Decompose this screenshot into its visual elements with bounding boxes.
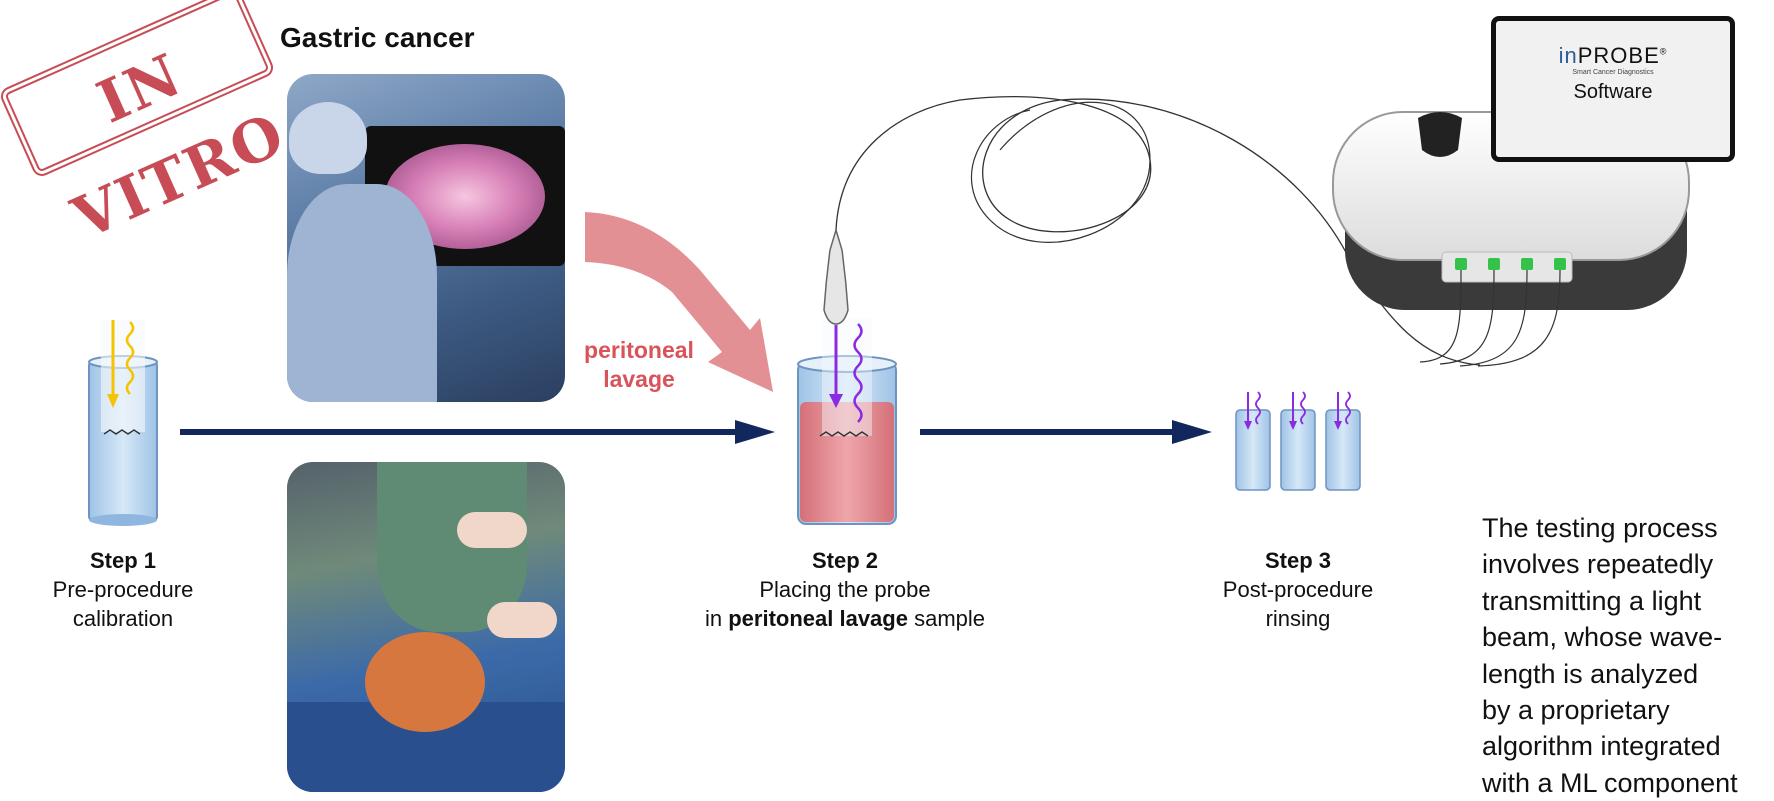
logo-probe-text: PROBE [1577, 43, 1660, 68]
logo-in-text: in [1558, 43, 1578, 68]
description-line: beam, whose wave- [1482, 622, 1723, 653]
description-line: by a proprietary [1482, 695, 1670, 726]
step-3-number: Step 3 [1264, 548, 1332, 573]
logo-registered-mark: ® [1659, 46, 1668, 57]
step-2-line2-bold: peritoneal lavage [728, 606, 908, 631]
flow-arrow-step2-to-step3 [920, 420, 1212, 444]
inprobe-logo: inPROBE® [1496, 43, 1730, 69]
rinse-tube-3 [1325, 391, 1361, 491]
assistant-hand [487, 602, 557, 638]
lavage-sample-beaker [797, 318, 897, 525]
description-line: algorithm integrated [1482, 731, 1721, 762]
step-2-line1: Placing the probe [759, 577, 931, 602]
lavage-label: peritoneal lavage [574, 336, 704, 394]
flow-arrow-step1-to-step2 [180, 420, 775, 444]
software-screen: inPROBE® Smart Cancer Diagnostics Softwa… [1491, 16, 1735, 162]
surgeon-figure [287, 184, 437, 402]
surgeon-cap [289, 102, 367, 174]
step-3-label: Step 3 Post-procedure rinsing [1198, 546, 1398, 633]
rinse-tube-2 [1280, 391, 1316, 491]
step-1-line2: calibration [72, 606, 174, 631]
step-2-number: Step 2 [811, 548, 879, 573]
patient-abdomen [365, 632, 485, 732]
laparoscopy-photo [287, 74, 565, 402]
step-3-line1: Post-procedure [1222, 577, 1374, 602]
description-line: involves repeatedly [1482, 549, 1714, 580]
step-3-line2: rinsing [1265, 606, 1331, 631]
step-1-line1: Pre-procedure [52, 577, 194, 602]
probe [823, 227, 849, 325]
step-2-label: Step 2 Placing the probe in peritoneal l… [670, 546, 1020, 633]
lavage-label-line2: lavage [603, 366, 675, 392]
step-2-line2: in peritoneal lavage sample [670, 604, 1020, 633]
step-2-line2-prefix: in [704, 606, 729, 631]
description-line: with a ML component [1482, 767, 1738, 798]
description-line: The testing process [1482, 513, 1718, 543]
fiber-cable-loop [971, 101, 1151, 243]
logo-tagline: Smart Cancer Diagnostics [1572, 69, 1654, 76]
step-1-number: Step 1 [89, 548, 157, 573]
surgery-photo [287, 462, 565, 792]
step-1-label: Step 1 Pre-procedure calibration [23, 546, 223, 633]
fiber-cable [835, 96, 1481, 366]
software-label: Software [1573, 81, 1653, 103]
description-line: length is analyzed [1482, 658, 1699, 689]
description-line: transmitting a light [1482, 585, 1702, 616]
lavage-arrow [585, 212, 773, 392]
gastric-cancer-heading: Gastric cancer [280, 22, 475, 53]
rinse-tube-1 [1235, 391, 1271, 491]
step-2-line2-suffix: sample [907, 606, 986, 631]
process-description: The testing process involves repeatedly … [1482, 510, 1774, 801]
calibration-tube [88, 320, 158, 526]
lavage-label-line1: peritoneal [584, 337, 694, 363]
surgeon-hand [457, 512, 527, 548]
